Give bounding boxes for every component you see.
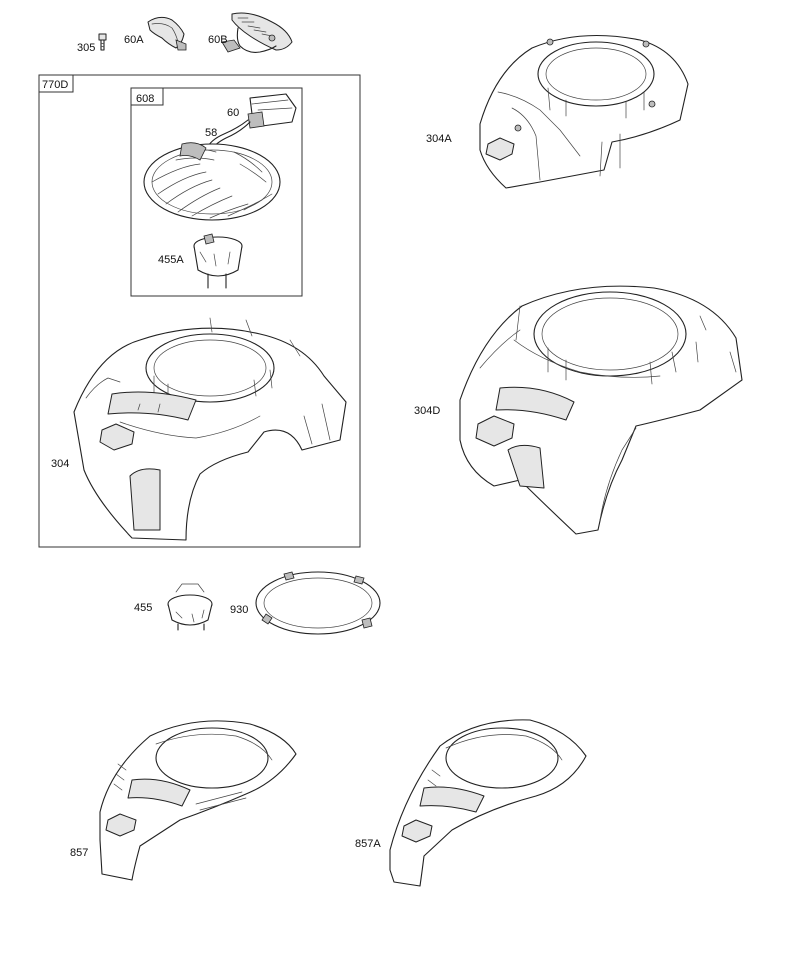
part-857a-cover[interactable] — [389, 719, 587, 887]
label-455: 455 — [134, 602, 152, 614]
part-304a-blower-housing[interactable] — [479, 34, 689, 189]
label-60b: 60B — [208, 34, 228, 46]
label-770d: 770D — [42, 79, 68, 91]
part-60b-handle-assembly[interactable] — [221, 12, 293, 53]
part-930-ring[interactable] — [255, 571, 381, 635]
label-box-770d — [38, 74, 74, 93]
label-box-608 — [130, 87, 164, 106]
label-304a: 304A — [426, 133, 452, 145]
part-305-screw[interactable] — [98, 33, 107, 51]
part-857-cover[interactable] — [99, 720, 297, 881]
part-304-blower-housing[interactable] — [73, 317, 347, 541]
part-60a-handle[interactable] — [147, 16, 187, 51]
label-60a: 60A — [124, 34, 144, 46]
label-304: 304 — [51, 458, 69, 470]
part-455a-pawl[interactable] — [193, 233, 243, 289]
label-608: 608 — [136, 93, 154, 105]
label-857: 857 — [70, 847, 88, 859]
assembly-box-770d — [38, 74, 361, 548]
label-304d: 304D — [414, 405, 440, 417]
label-60: 60 — [227, 107, 239, 119]
label-857a: 857A — [355, 838, 381, 850]
label-305: 305 — [77, 42, 95, 54]
part-455-pawl[interactable] — [167, 583, 213, 631]
assembly-box-608 — [130, 87, 303, 297]
label-58: 58 — [205, 127, 217, 139]
rewind-grille[interactable] — [143, 142, 281, 221]
label-455a: 455A — [158, 254, 184, 266]
part-60-connector[interactable] — [247, 93, 297, 129]
part-304d-blower-housing[interactable] — [459, 285, 743, 535]
label-930: 930 — [230, 604, 248, 616]
